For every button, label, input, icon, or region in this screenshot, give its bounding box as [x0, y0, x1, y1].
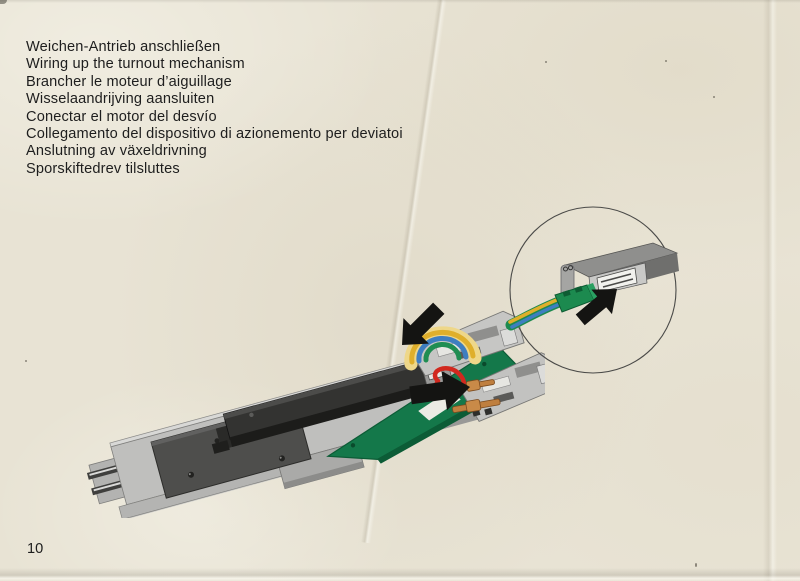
connector-plug — [505, 283, 599, 331]
paper-speck — [713, 96, 715, 98]
heading-line-nl: Wisselaandrijving aansluiten — [26, 91, 215, 108]
pointer-arrow-down-icon — [402, 302, 445, 345]
wire-loops — [404, 326, 482, 397]
heading-line-fr: Brancher le moteur d’aiguillage — [26, 73, 232, 90]
turnout-track-base — [86, 310, 545, 518]
heading-line-en: Wiring up the turnout mechanism — [26, 56, 245, 73]
mechanism-screw — [249, 412, 254, 418]
paper-speck — [665, 60, 667, 62]
inset-wire-blue — [510, 302, 562, 329]
turnout-mechanism-box — [211, 358, 453, 454]
heading-line-it: Collegamento del dispositivo di azioneme… — [26, 126, 403, 143]
pointer-arrow-insert-icon — [575, 289, 617, 326]
pointer-arrow-right-icon — [409, 370, 470, 411]
inset-wire-yellow — [508, 297, 561, 324]
wire-arc-blue — [416, 335, 469, 364]
paper-crease — [763, 0, 777, 581]
turnout-illustration — [86, 302, 545, 518]
heading-line-de: Weichen-Antrieb anschließen — [26, 39, 221, 55]
mechanism-lug — [211, 440, 230, 454]
heading-line-es: Conectar el motor del desvío — [26, 108, 217, 125]
wire-arc-yellow — [409, 329, 476, 365]
socket-slots — [600, 273, 634, 288]
inset-circle — [509, 206, 677, 374]
paper-speck — [25, 360, 27, 362]
detail-inset — [505, 206, 679, 374]
heading-line-sv: Anslutning av växeldrivning — [26, 143, 207, 160]
paper-speck — [695, 563, 697, 567]
paper-speck — [545, 61, 547, 63]
page-top-edge — [0, 0, 800, 3]
heading-line-da: Sporskiftedrev tilsluttes — [26, 160, 180, 177]
center-step-edge — [283, 461, 365, 489]
scan-corner-mark — [0, 0, 7, 4]
page-bottom-edge — [0, 568, 800, 581]
wire-arc-green — [423, 342, 462, 363]
heading-block: Weichen-Antrieb anschließen Wiring up th… — [26, 39, 403, 178]
page-number: 10 — [27, 541, 44, 557]
connector-wires — [505, 296, 565, 331]
socket-housing — [560, 242, 679, 298]
